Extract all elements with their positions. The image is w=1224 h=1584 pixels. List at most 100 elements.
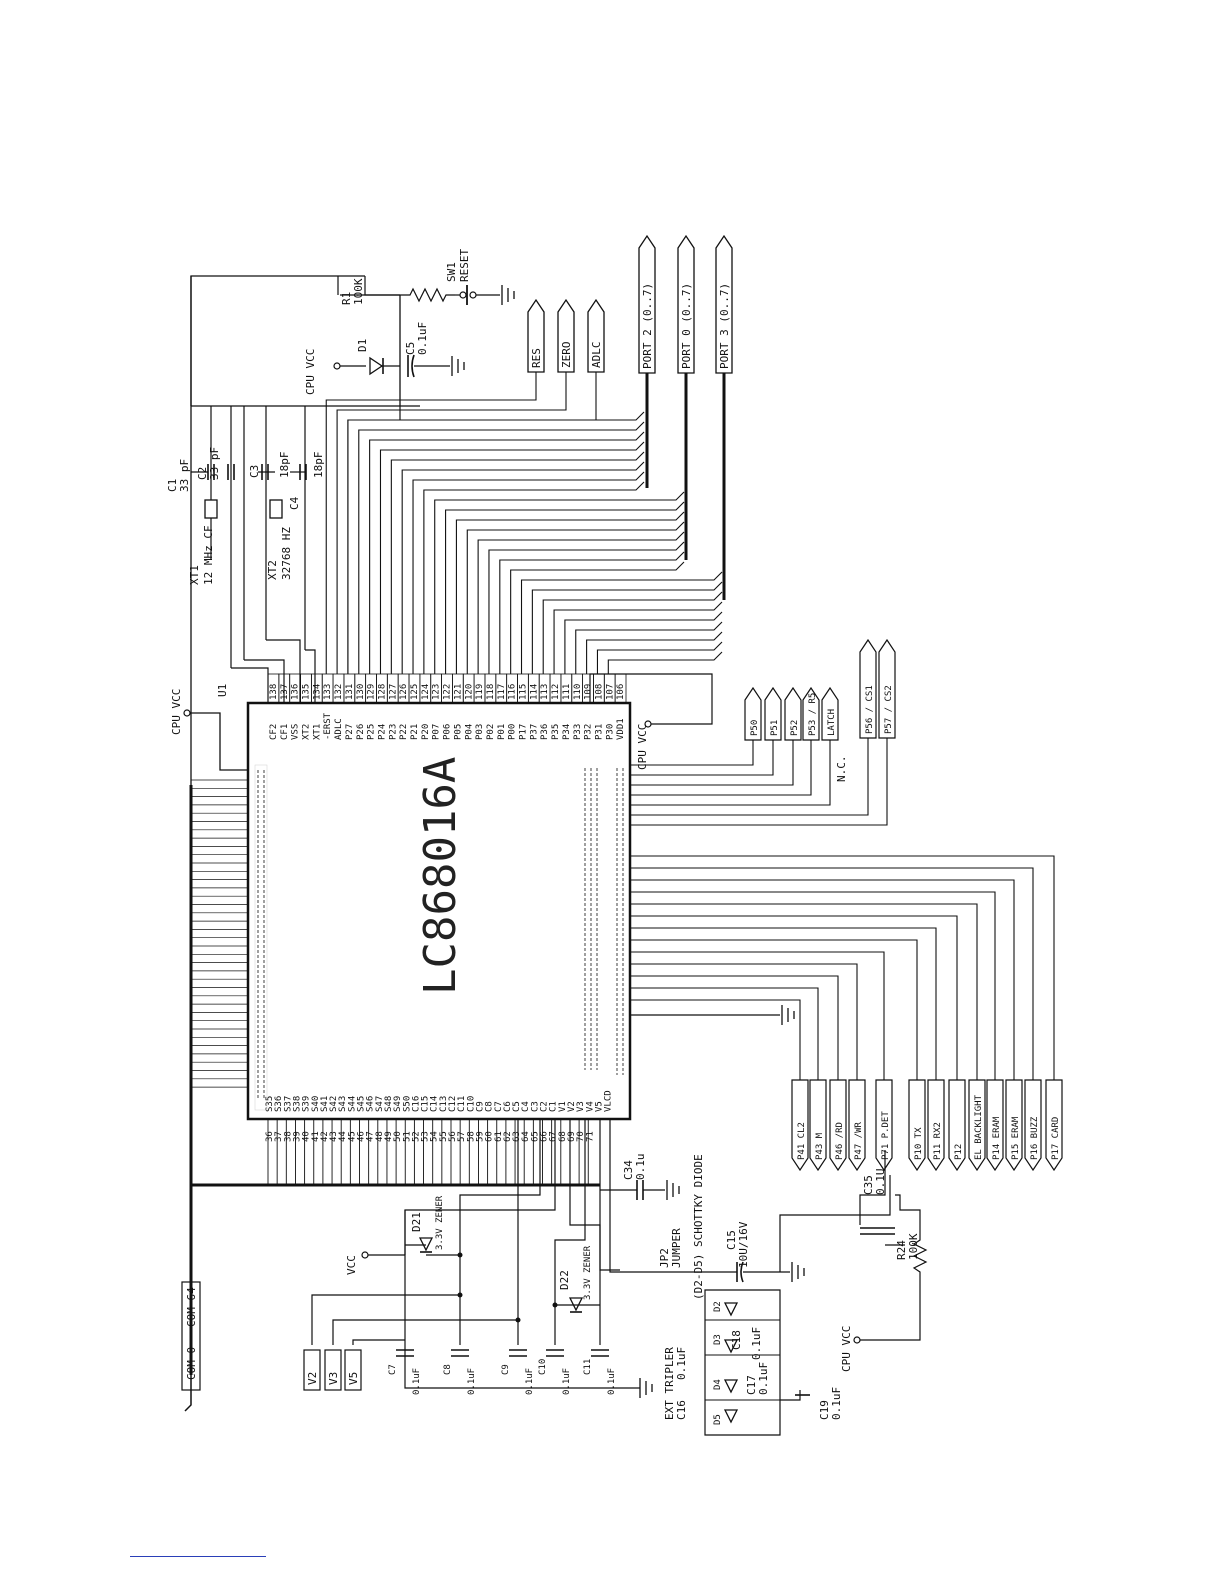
cap-value: 0.1uF (525, 1368, 535, 1395)
port-wire (379, 441, 645, 674)
port-connector (821, 686, 839, 741)
port-connector (986, 1079, 1004, 1172)
pin-number-left: 36 (265, 1131, 275, 1142)
pin-name-left: S47 (375, 1096, 385, 1112)
port-wire (531, 581, 723, 674)
cap-ref: C8 (443, 1364, 453, 1375)
pin-name-left: C3 (530, 1101, 540, 1112)
pin-name-top: CF1 (280, 724, 290, 740)
pin-name-top: VDD1 (616, 718, 626, 740)
pin-name-top: P20 (421, 724, 431, 740)
chip-top-pins: CF2138CF1137VSS136XT2135XT1134-ERST133AD… (267, 673, 627, 740)
pin-number-top: 134 (312, 684, 322, 700)
control-wire (336, 372, 567, 674)
vcc-label: VCC (345, 1255, 358, 1275)
port-wire (630, 903, 978, 1080)
port-wire (445, 501, 685, 674)
control-wire (325, 372, 537, 674)
port-connector (859, 638, 877, 739)
port-wire (488, 541, 685, 674)
chip-u1: U1 LC868016A CF2138CF1137VSS136XT2135XT1… (216, 673, 632, 1185)
port-label: PORT 0 (0..7) (680, 283, 693, 369)
pin-name-top: P34 (562, 724, 572, 740)
port-label: P43 M (815, 1132, 825, 1160)
r1-ref: R1 (340, 292, 353, 305)
d21-value: 3.3V ZENER (435, 1195, 445, 1250)
pdet-section: C35 0.1U R24 100K CPU VCC (840, 1150, 928, 1372)
pin-number-left: 58 (466, 1131, 476, 1142)
port-label: ZERO (560, 342, 573, 369)
port-wire (630, 999, 801, 1080)
pin-name-top: -ERST (323, 712, 333, 740)
pin-name-top: P27 (345, 724, 355, 740)
c35-value: 0.1U (874, 1169, 887, 1196)
pin-number-top: 127 (388, 684, 398, 700)
pin-number-left: 40 (302, 1131, 312, 1142)
port-label: P71 P.DET (881, 1111, 891, 1160)
pin-name-top: XT2 (302, 724, 312, 740)
c19-value: 0.1uF (830, 1387, 843, 1420)
pin-number-top: 111 (562, 684, 572, 700)
pin-number-top: 128 (377, 684, 387, 700)
port-connector (638, 234, 656, 374)
pin-name-left: C14 (430, 1096, 440, 1112)
cpu-vcc-left: CPU VCC (170, 689, 248, 771)
c18-value: 0.1uF (750, 1327, 763, 1360)
c35-ref: C35 (862, 1175, 875, 1195)
port-connector (527, 298, 545, 373)
tripler-title: EXT TRIPLER (663, 1347, 676, 1420)
port-label: P56 / CS1 (865, 685, 875, 734)
cpu-vcc-right-label: CPU VCC (636, 724, 649, 770)
pin-name-left: C16 (411, 1096, 421, 1112)
diodes-note: (D2-D5) SCHOTTKY DIODE (692, 1154, 705, 1300)
pin-number-left: 39 (292, 1131, 302, 1142)
c1-ref: C1 (166, 479, 179, 492)
pin-number-top: 137 (280, 684, 290, 700)
cpu-vcc-right: CPU VCC N.C. (589, 673, 848, 782)
port-wire (369, 431, 645, 674)
port-label: PORT 3 (0..7) (718, 283, 731, 369)
pin-number-top: 113 (540, 684, 550, 700)
pin-name-left: C7 (494, 1101, 504, 1112)
pin-name-left: S43 (338, 1096, 348, 1112)
pin-name-left: S42 (329, 1096, 339, 1112)
pin-name-left: S41 (320, 1096, 330, 1112)
pin-name-top: P35 (551, 724, 561, 740)
c1-value: 33 pF (178, 459, 191, 492)
pin-number-top: 109 (584, 684, 594, 700)
pin-number-left: 54 (430, 1131, 440, 1142)
pin-name-left: C6 (503, 1101, 513, 1112)
port-wire (630, 740, 754, 766)
pin-number-top: 136 (291, 684, 301, 700)
pin-number-left: 62 (503, 1131, 513, 1142)
port-wire (630, 951, 885, 1080)
port-connector (677, 234, 695, 374)
pin-name-left: C1 (549, 1101, 559, 1112)
port-wire (630, 891, 996, 1080)
port-wire (553, 601, 723, 674)
pin-name-left: S35 (265, 1096, 275, 1112)
port-label: P14 ERAM (992, 1116, 1002, 1160)
pin-number-top: 121 (453, 684, 463, 700)
pin-number-top: 138 (269, 684, 279, 700)
port-connector (587, 298, 605, 373)
pin-number-top: 135 (302, 684, 312, 700)
c34-value: 0.1u (634, 1154, 647, 1181)
c16-value: 0.1uF (675, 1347, 688, 1380)
cap-value: 0.1uF (562, 1368, 572, 1395)
cap-value: 0.1uF (607, 1368, 617, 1395)
pin-name-top: CF2 (269, 724, 279, 740)
pin-name-left: S40 (311, 1096, 321, 1112)
pin-number-top: 120 (464, 684, 474, 700)
port-wire (412, 471, 645, 674)
pin-number-top: 132 (334, 684, 344, 700)
port-label: P53 / R5 (808, 693, 818, 736)
port-wire (477, 531, 685, 674)
v5-label: V5 (347, 1372, 360, 1385)
pin-number-left: 57 (457, 1131, 467, 1142)
jp2-ref: JP2 (658, 1248, 671, 1268)
pin-number-left: 47 (366, 1131, 376, 1142)
port-label: P10 TX (914, 1127, 924, 1160)
pin-number-left: 56 (448, 1131, 458, 1142)
jp2-value: JUMPER (670, 1228, 683, 1268)
